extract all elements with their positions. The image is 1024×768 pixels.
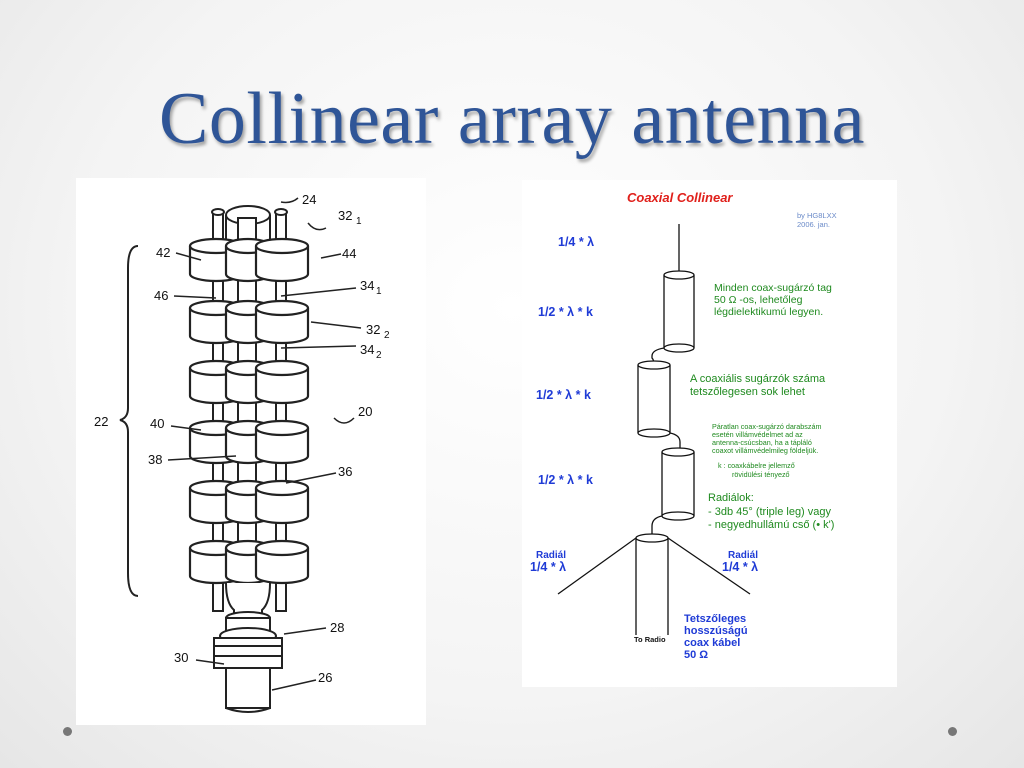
credit-author: by HG8LXX [797, 211, 837, 220]
note1-line1: Minden coax-sugárzó tag [714, 282, 832, 294]
label-24: 24 [302, 192, 316, 207]
label-32-2: 32 [366, 322, 380, 337]
cable-note-line3: coax kábel [684, 637, 740, 649]
cable-note-line2: hosszúságú [684, 625, 748, 637]
label-40: 40 [150, 416, 164, 431]
coaxial-collinear-panel: Coaxial Collinear by HG8LXX 2006. jan. 1… [522, 180, 897, 687]
note4-line1: k : coaxkábelre jellemző [718, 461, 795, 470]
label-20: 20 [358, 404, 372, 419]
radials-line1: - 3db 45° (triple leg) vagy [708, 506, 832, 518]
sleeve-segment [254, 299, 310, 345]
label-32-1: 32 [338, 208, 352, 223]
label-42: 42 [156, 245, 170, 260]
credit-date: 2006. jan. [797, 220, 830, 229]
label-32-1-sub: 1 [356, 216, 362, 227]
label-38: 38 [148, 452, 162, 467]
label-34-2: 34 [360, 342, 374, 357]
coaxial-collinear-diagram: Coaxial Collinear by HG8LXX 2006. jan. 1… [530, 190, 837, 661]
label-34-1-sub: 1 [376, 286, 382, 297]
sleeve-segment [254, 539, 310, 585]
label-44: 44 [342, 246, 356, 261]
label-half-2: 1/2 * λ * k [536, 388, 591, 402]
previous-slide-dot-icon[interactable] [63, 727, 72, 736]
sleeve-segment [254, 359, 310, 405]
next-slide-dot-icon[interactable] [948, 727, 957, 736]
label-half-3: 1/2 * λ * k [538, 473, 593, 487]
diagram-title: Coaxial Collinear [627, 190, 733, 205]
label-22: 22 [94, 414, 108, 429]
slide-title: Collinear array antenna [159, 78, 865, 160]
note1-line3: légdielektikumú legyen. [714, 306, 823, 318]
note1-line2: 50 Ω -os, lehetőleg [714, 294, 803, 306]
radial-right-name: Radiál [728, 550, 758, 561]
label-32-2-sub: 2 [384, 330, 390, 341]
sleeve-segment [254, 479, 310, 525]
radial-left-name: Radiál [536, 550, 566, 561]
radials-title: Radiálok: [708, 492, 754, 504]
note4-line2: rövidülési tényező [732, 470, 790, 479]
label-quarter-top: 1/4 * λ [558, 235, 594, 249]
note3-line3: antenna-csúcsban, ha a tápláló [712, 438, 812, 447]
radial-left-length: 1/4 * λ [530, 560, 566, 574]
cable-note-line1: Tetszőleges [684, 613, 746, 625]
label-36: 36 [338, 464, 352, 479]
sleeve-segment [254, 237, 310, 283]
note2-line2: tetszőlegesen sok lehet [690, 386, 805, 398]
note3-line2: esetén villámvédelmet ad az [712, 430, 803, 439]
patent-drawing-panel: 24 32 1 42 44 46 34 1 32 2 34 2 20 22 40… [76, 178, 426, 725]
radial-right-length: 1/4 * λ [722, 560, 758, 574]
label-30: 30 [174, 650, 188, 665]
label-26: 26 [318, 670, 332, 685]
label-half-1: 1/2 * λ * k [538, 305, 593, 319]
radials-line2: - negyedhullámú cső (• k') [708, 519, 834, 531]
label-28: 28 [330, 620, 344, 635]
label-46: 46 [154, 288, 168, 303]
cable-note-line4: 50 Ω [684, 649, 708, 661]
to-radio-label: To Radio [634, 635, 666, 644]
label-34-1: 34 [360, 278, 374, 293]
patent-antenna-drawing: 24 32 1 42 44 46 34 1 32 2 34 2 20 22 40… [94, 192, 390, 713]
note3-line1: Páratlan coax-sugárzó darabszám [712, 422, 821, 431]
note2-line1: A coaxiális sugárzók száma [690, 373, 826, 385]
sleeve-segment [254, 419, 310, 465]
note3-line4: coaxot villámvédelmileg földeljük. [712, 446, 818, 455]
label-34-2-sub: 2 [376, 350, 382, 361]
